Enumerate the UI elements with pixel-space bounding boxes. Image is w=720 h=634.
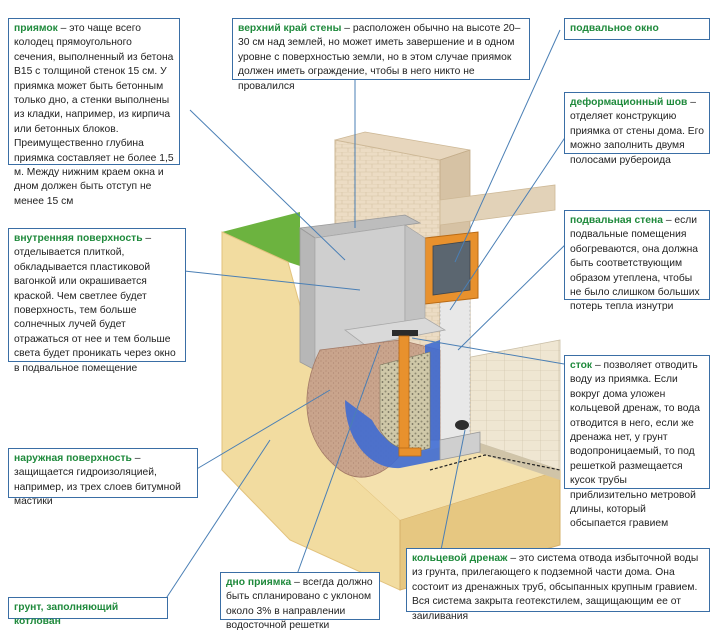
leader-outer-surface — [194, 389, 331, 471]
drain-pipe-vertical — [398, 335, 410, 455]
leader-drain — [411, 337, 571, 366]
callout-top-edge-term: верхний край стены — [238, 23, 342, 34]
callout-expansion-joint: деформационный шов – отделяет конструкци… — [564, 92, 710, 166]
callout-backfill: грунт, заполняющий котлован — [8, 597, 168, 627]
callout-inner-surface-text: отделывается плиткой, обкладывается плас… — [14, 247, 176, 374]
pit-left-wall — [299, 227, 316, 371]
callout-priyamok-text: это чаще всего колодец прямоугольного се… — [14, 23, 174, 207]
pit-walls — [298, 214, 447, 371]
window-glass — [432, 240, 471, 296]
callout-pit-bottom: дно приямка – всегда должно быть спланир… — [220, 572, 380, 631]
callout-outer-surface-text: защищается гидроизоляцией, например, из … — [14, 467, 181, 508]
ring-drainage — [429, 420, 561, 471]
callout-outer-surface-term: наружная поверхность — [14, 453, 132, 464]
callout-top-edge: верхний край стены – расположен обычно н… — [232, 18, 530, 92]
drain-pipe — [392, 330, 422, 457]
leader-basement-wall — [457, 239, 571, 351]
callout-ring-drainage-text: это система отвода избыточной воды из гр… — [412, 553, 699, 622]
ground-top-grass — [222, 212, 300, 266]
leader-basement-window — [454, 29, 561, 263]
callout-top-edge-text: расположен обычно на высоте 20–30 см над… — [238, 23, 521, 92]
callout-drain-text: позволяет отводить воду из приямка. Если… — [570, 360, 700, 530]
callout-basement-window: подвальное окно — [564, 18, 710, 40]
callout-outer-surface: наружная поверхность – защищается гидрои… — [8, 448, 198, 507]
callout-inner-surface-term: внутренняя поверхность — [14, 233, 143, 244]
drain-pipe-elbow — [398, 447, 422, 457]
leader-pit-bottom — [294, 344, 381, 581]
leader-lines — [164, 29, 571, 601]
insulation-strip — [439, 295, 471, 441]
geotextile-line — [429, 454, 561, 471]
callout-drain-term: сток — [570, 360, 593, 371]
leader-expansion-joint — [449, 129, 571, 311]
basement-window — [424, 231, 479, 305]
callout-ring-drainage: кольцевой дренаж – это система отвода из… — [406, 548, 710, 622]
ring-drainage-pipe — [455, 420, 469, 430]
callout-expansion-joint-term: деформационный шов — [570, 97, 688, 108]
floor-slab-edge — [470, 440, 560, 480]
waterproofing-layer — [345, 340, 440, 469]
callout-ring-drainage-term: кольцевой дренаж — [412, 553, 508, 564]
leader-priyamok — [189, 109, 346, 261]
callout-drain: сток – позволяет отводить воду из приямк… — [564, 355, 710, 529]
callout-basement-wall: подвальная стена – если подвальные помещ… — [564, 210, 710, 312]
leader-ring-drainage — [439, 429, 466, 556]
drain-grate — [392, 330, 418, 336]
leader-backfill — [164, 439, 271, 601]
leader-inner-surface — [174, 269, 361, 291]
callout-pit-bottom-term: дно приямка — [226, 577, 292, 588]
callout-expansion-joint-text: отделяет конструкцию приямка от стены до… — [570, 111, 704, 166]
footing — [439, 431, 481, 461]
callout-inner-surface: внутренняя поверхность – отделывается пл… — [8, 228, 186, 374]
callout-basement-window-term: подвальное окно — [570, 23, 659, 34]
callout-priyamok-term: приямок — [14, 23, 58, 34]
callout-basement-wall-text: если подвальные помещения обогреваются, … — [570, 215, 700, 313]
callout-pit-bottom-text: всегда должно быть спланировано с уклоно… — [226, 577, 373, 632]
callout-backfill-term: грунт, заполняющий котлован — [14, 602, 119, 628]
callout-priyamok: приямок – это чаще всего колодец прямоуг… — [8, 18, 180, 207]
callout-basement-wall-term: подвальная стена — [570, 215, 663, 226]
